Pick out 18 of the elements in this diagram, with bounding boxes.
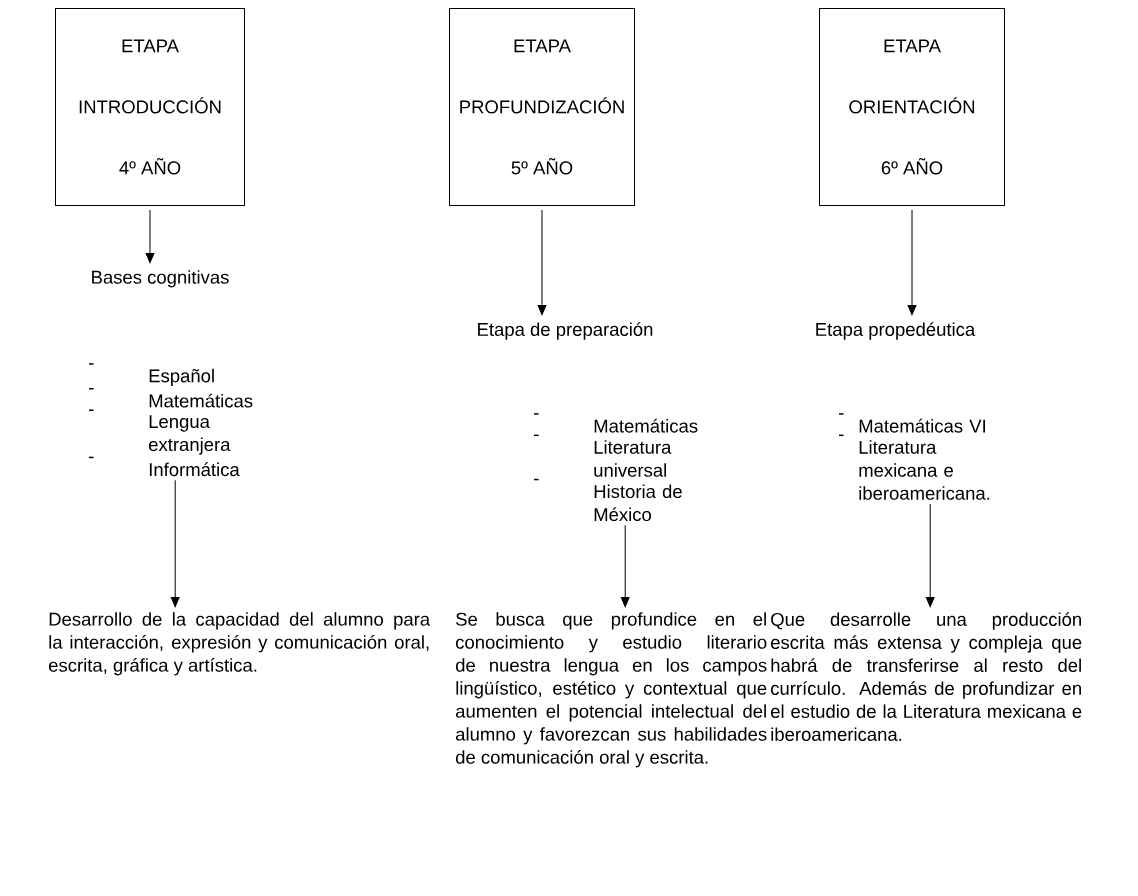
arrow: [925, 503, 935, 608]
arrow: [537, 209, 547, 316]
heading-text: Etapa propedéutica: [816, 322, 976, 340]
bullet-list: - Español - Matemáticas - Lengua extranjera - Informática: [89, 363, 253, 477]
heading-text: Etapa de preparación: [478, 322, 653, 340]
stage-box: ETAPA INTRODUCCIÓN 4º AÑO: [55, 8, 245, 206]
arrow: [145, 209, 155, 264]
arrow: [620, 524, 630, 608]
arrow: [170, 479, 180, 608]
description-text: Que desarrolle una producción escrita más extensa y compleja que habrá de transferirse al resto del currículo. Además de profundizar en el estudio de la Literatura mexicana e iberoamericana.: [771, 612, 1082, 741]
bullet-list: - Matemáticas - Literatura universal - Historia de México: [534, 413, 698, 522]
heading-text: Bases cognitivas: [92, 270, 229, 288]
stage-box: ETAPA PROFUNDIZACIÓN 5º AÑO: [449, 8, 635, 206]
arrow: [907, 209, 917, 316]
description-text: Se busca que profundice en el conocimiento y estudio literario de nuestra lengua en los campos lingüístico, estético y contextual que aumenten el potencial intelectual del alumno y favorezcan sus habilidades de comunicación oral y escrita.: [456, 612, 767, 768]
bullet-list: - Matemáticas VI - Literatura mexicana e iberoamericana.: [839, 413, 990, 500]
stage-box: ETAPA ORIENTACIÓN 6º AÑO: [819, 8, 1005, 206]
description-text: Desarrollo de la capacidad del alumno para la interacción, expresión y comunicación oral, escrita, gráfica y artística.: [49, 612, 431, 676]
